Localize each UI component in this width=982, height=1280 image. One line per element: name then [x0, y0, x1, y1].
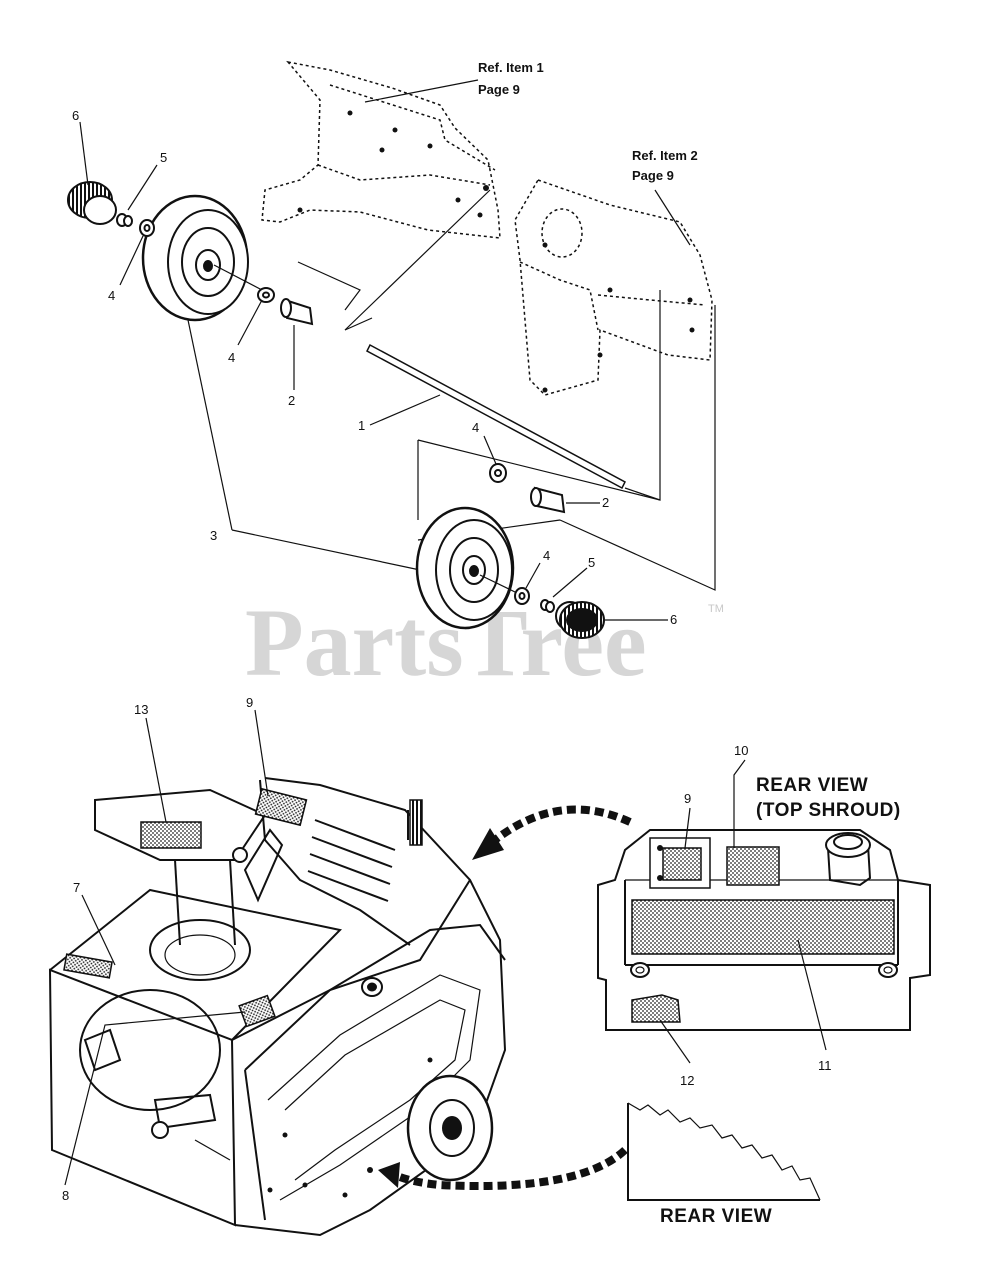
callout-4-right-outer: 4 [543, 548, 550, 563]
decal-7-housing [63, 953, 113, 979]
rear-view-drawing [627, 1102, 821, 1201]
callout-11: 11 [818, 1058, 832, 1073]
callout-9-top-shroud: 9 [684, 791, 691, 806]
axle-part-1 [366, 343, 626, 490]
callout-6-left: 6 [72, 108, 79, 123]
frame-plate-right [514, 179, 713, 396]
callout-3: 3 [210, 528, 217, 543]
callout-1: 1 [358, 418, 365, 433]
washer-right-inner [489, 463, 507, 483]
callout-13: 13 [134, 702, 148, 717]
rear-view-title: REAR VIEW [660, 1206, 772, 1227]
rear-view-top-shroud-title: REAR VIEW [756, 775, 868, 796]
snow-thrower-body [48, 777, 507, 1237]
decal-8-housing [238, 994, 276, 1028]
callout-8: 8 [62, 1188, 69, 1203]
spacer-left [280, 298, 314, 326]
callout-7: 7 [73, 880, 80, 895]
arrow-to-top-shroud [492, 805, 632, 844]
decal-9-top-shroud [662, 847, 702, 881]
ref-item-2-label: Ref. Item 2 [632, 148, 698, 163]
spacer-right [530, 486, 566, 514]
hub-cap-right [555, 601, 605, 639]
retaining-clip-right [540, 599, 555, 613]
decal-9-shroud [254, 787, 308, 827]
decal-12-top-shroud [631, 994, 681, 1023]
callout-5-left: 5 [160, 150, 167, 165]
callout-9-body: 9 [246, 695, 253, 710]
callout-12: 12 [680, 1073, 694, 1088]
hub-cap-left [67, 181, 117, 225]
washer-left-inner [257, 287, 275, 303]
washer-left-outer [139, 219, 155, 237]
callout-2-left: 2 [288, 393, 295, 408]
wheel-left [141, 194, 249, 322]
decal-11-top-shroud [631, 899, 895, 955]
ref-item-1-label: Ref. Item 1 [478, 60, 544, 75]
callout-2-right: 2 [602, 495, 609, 510]
callout-10: 10 [734, 743, 748, 758]
ref-item-2-page: Page 9 [632, 168, 674, 183]
decal-13-chute [140, 821, 202, 849]
watermark-trademark: TM [708, 603, 724, 615]
callout-4-left-outer: 4 [108, 288, 115, 303]
ref-item-1-page: Page 9 [478, 82, 520, 97]
callout-5-right: 5 [588, 555, 595, 570]
callout-4-left-inner: 4 [228, 350, 235, 365]
callout-4-right-inner: 4 [472, 420, 479, 435]
wheel-right [415, 506, 515, 630]
washer-right-outer [514, 587, 530, 605]
rear-view-top-shroud-subtitle: (TOP SHROUD) [756, 800, 901, 821]
frame-plate-left [261, 60, 501, 239]
retaining-clip-left [116, 213, 133, 227]
callout-6-right: 6 [670, 612, 677, 627]
decal-10-top-shroud [726, 846, 780, 886]
arrow-to-rear-view [393, 1147, 628, 1190]
